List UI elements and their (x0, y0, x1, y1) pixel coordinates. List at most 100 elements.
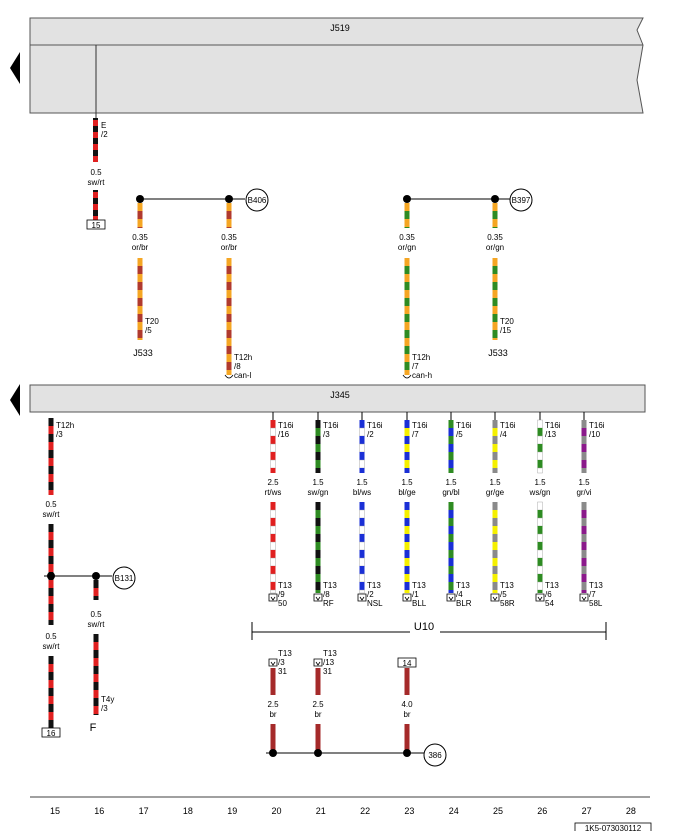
connector-icon (313, 593, 323, 602)
column-number-23: 23 (404, 806, 414, 816)
signal-pin-4: T16i (456, 421, 472, 430)
b131-wire-gauge: 0.5 (90, 610, 102, 619)
signal-wire-lower-2[interactable] (359, 502, 365, 594)
column-number-17: 17 (139, 806, 149, 816)
b131-wire-lower[interactable] (93, 634, 99, 715)
signal-wire-upper-2[interactable] (359, 420, 365, 473)
signal-color-1: sw/gn (308, 488, 329, 497)
ground-color-2: br (403, 710, 410, 719)
can-wire-signal-2: can-h (412, 371, 432, 380)
b406-circle (245, 188, 269, 212)
can-wire-lower-0[interactable] (137, 258, 143, 340)
can-wire-upper-1[interactable] (226, 203, 232, 228)
ground-gauge-1: 2.5 (312, 700, 324, 709)
left-wire-group: T12h/30.5sw/rtB1310.5sw/rtT4y/3F0.5sw/rt… (41, 418, 136, 738)
signal-pin-no-6: /13 (545, 430, 557, 439)
can-wire-pin-no-0: /5 (145, 326, 152, 335)
connector-icon (446, 593, 456, 602)
u10-signal-5: 58R (500, 599, 515, 608)
module-j519[interactable]: J519 (29, 17, 644, 114)
t13-label-0: T13 (278, 581, 292, 590)
ground-color-1: br (314, 710, 321, 719)
ground-wire-lower-0[interactable] (270, 724, 276, 750)
b131-wire-upper[interactable] (93, 580, 99, 600)
can-wire-upper-2[interactable] (404, 203, 410, 228)
signal-color-7: gr/vi (576, 488, 591, 497)
t13-pin-no-3: /1 (412, 590, 419, 599)
signal-wire-lower-4[interactable] (448, 502, 454, 593)
terminal-16-label: 16 (47, 729, 56, 738)
signal-color-2: bl/ws (353, 488, 371, 497)
ground-wire-upper-2[interactable] (404, 668, 410, 695)
ground-wire-upper-1[interactable] (315, 668, 321, 695)
can-wire-upper-3[interactable] (492, 203, 498, 228)
column-number-21: 21 (316, 806, 326, 816)
signal-wire-upper-3[interactable] (404, 420, 410, 473)
ground-signal-1: 31 (323, 667, 332, 676)
signal-wire-lower-7[interactable] (581, 502, 587, 593)
column-number-27: 27 (582, 806, 592, 816)
signal-wire-upper-1[interactable] (315, 420, 321, 473)
top-wire-gauge: 0.5 (90, 168, 102, 177)
can-wire-color-0: or/br (132, 243, 149, 252)
connector-icon-arrow (315, 596, 321, 601)
u10-signal-1: RF (323, 599, 334, 608)
ground-signal-0: 31 (278, 667, 287, 676)
connector-icon-arrow (448, 596, 454, 601)
signal-wire-lower-5[interactable] (492, 502, 498, 593)
ground-wire-lower-2[interactable] (404, 724, 410, 750)
t13-label-1: T13 (323, 581, 337, 590)
signal-wire-upper-7[interactable] (581, 420, 587, 473)
can-wire-gauge-0: 0.35 (132, 233, 148, 242)
ground-wire-upper-0[interactable] (270, 668, 276, 695)
column-number-20: 20 (271, 806, 281, 816)
left-wire-top[interactable] (48, 418, 54, 495)
column-number-16: 16 (94, 806, 104, 816)
connector-icon-arrow (315, 661, 321, 666)
signal-wire-lower-0[interactable] (270, 502, 276, 594)
can-wire-lower-2[interactable] (404, 258, 410, 375)
connector-icon (357, 593, 367, 602)
signal-wire-upper-6[interactable] (537, 419, 543, 474)
left-wire-bottom[interactable] (48, 656, 54, 728)
module-j345[interactable]: J345 (29, 384, 646, 413)
can-wire-lower-1[interactable] (226, 258, 232, 375)
b131-label: B131 (115, 574, 134, 583)
signal-pin-no-7: /10 (589, 430, 601, 439)
ground-wire-lower-1[interactable] (315, 724, 321, 750)
connector-icon-arrow (359, 596, 365, 601)
can-wire-color-3: or/gn (486, 243, 504, 252)
connector-icon-arrow (270, 661, 276, 666)
can-junction-dot (225, 195, 233, 203)
t13-pin-no-4: /4 (456, 590, 463, 599)
signal-wire-upper-4[interactable] (448, 420, 454, 473)
terminal-15-label: 15 (92, 221, 101, 230)
can-wire-upper-0[interactable] (137, 203, 143, 228)
signal-gauge-3: 1.5 (401, 478, 413, 487)
connector-icon-arrow (270, 596, 276, 601)
signal-wire-upper-5[interactable] (492, 420, 498, 473)
t13-label-6: T13 (545, 581, 559, 590)
connector-icon-arrow (537, 596, 543, 601)
ground-pin-0: T13 (278, 649, 292, 658)
connector-icon-arrow (581, 596, 587, 601)
signal-pin-no-5: /4 (500, 430, 507, 439)
arrow-left-icon (10, 52, 20, 84)
signal-wire-lower-6[interactable] (537, 501, 543, 593)
ground-point-386-label: 386 (428, 751, 442, 760)
ground-gauge-0: 2.5 (267, 700, 279, 709)
b131-junction-dot (92, 572, 100, 580)
wire-top-swrt[interactable] (93, 118, 98, 220)
can-wire-lower-3[interactable] (492, 258, 498, 340)
signal-wire-lower-1[interactable] (315, 502, 321, 593)
left-wire-gauge-c: 0.5 (45, 632, 57, 641)
signal-gauge-0: 2.5 (267, 478, 279, 487)
signal-wire-upper-0[interactable] (270, 420, 276, 473)
left-wire-pin-no: /3 (56, 430, 63, 439)
left-junction-dot (47, 572, 55, 580)
u10-label: U10 (414, 621, 434, 633)
connector-icon-arrow (404, 596, 410, 601)
t13-label-7: T13 (589, 581, 603, 590)
signal-wire-lower-3[interactable] (404, 502, 410, 593)
